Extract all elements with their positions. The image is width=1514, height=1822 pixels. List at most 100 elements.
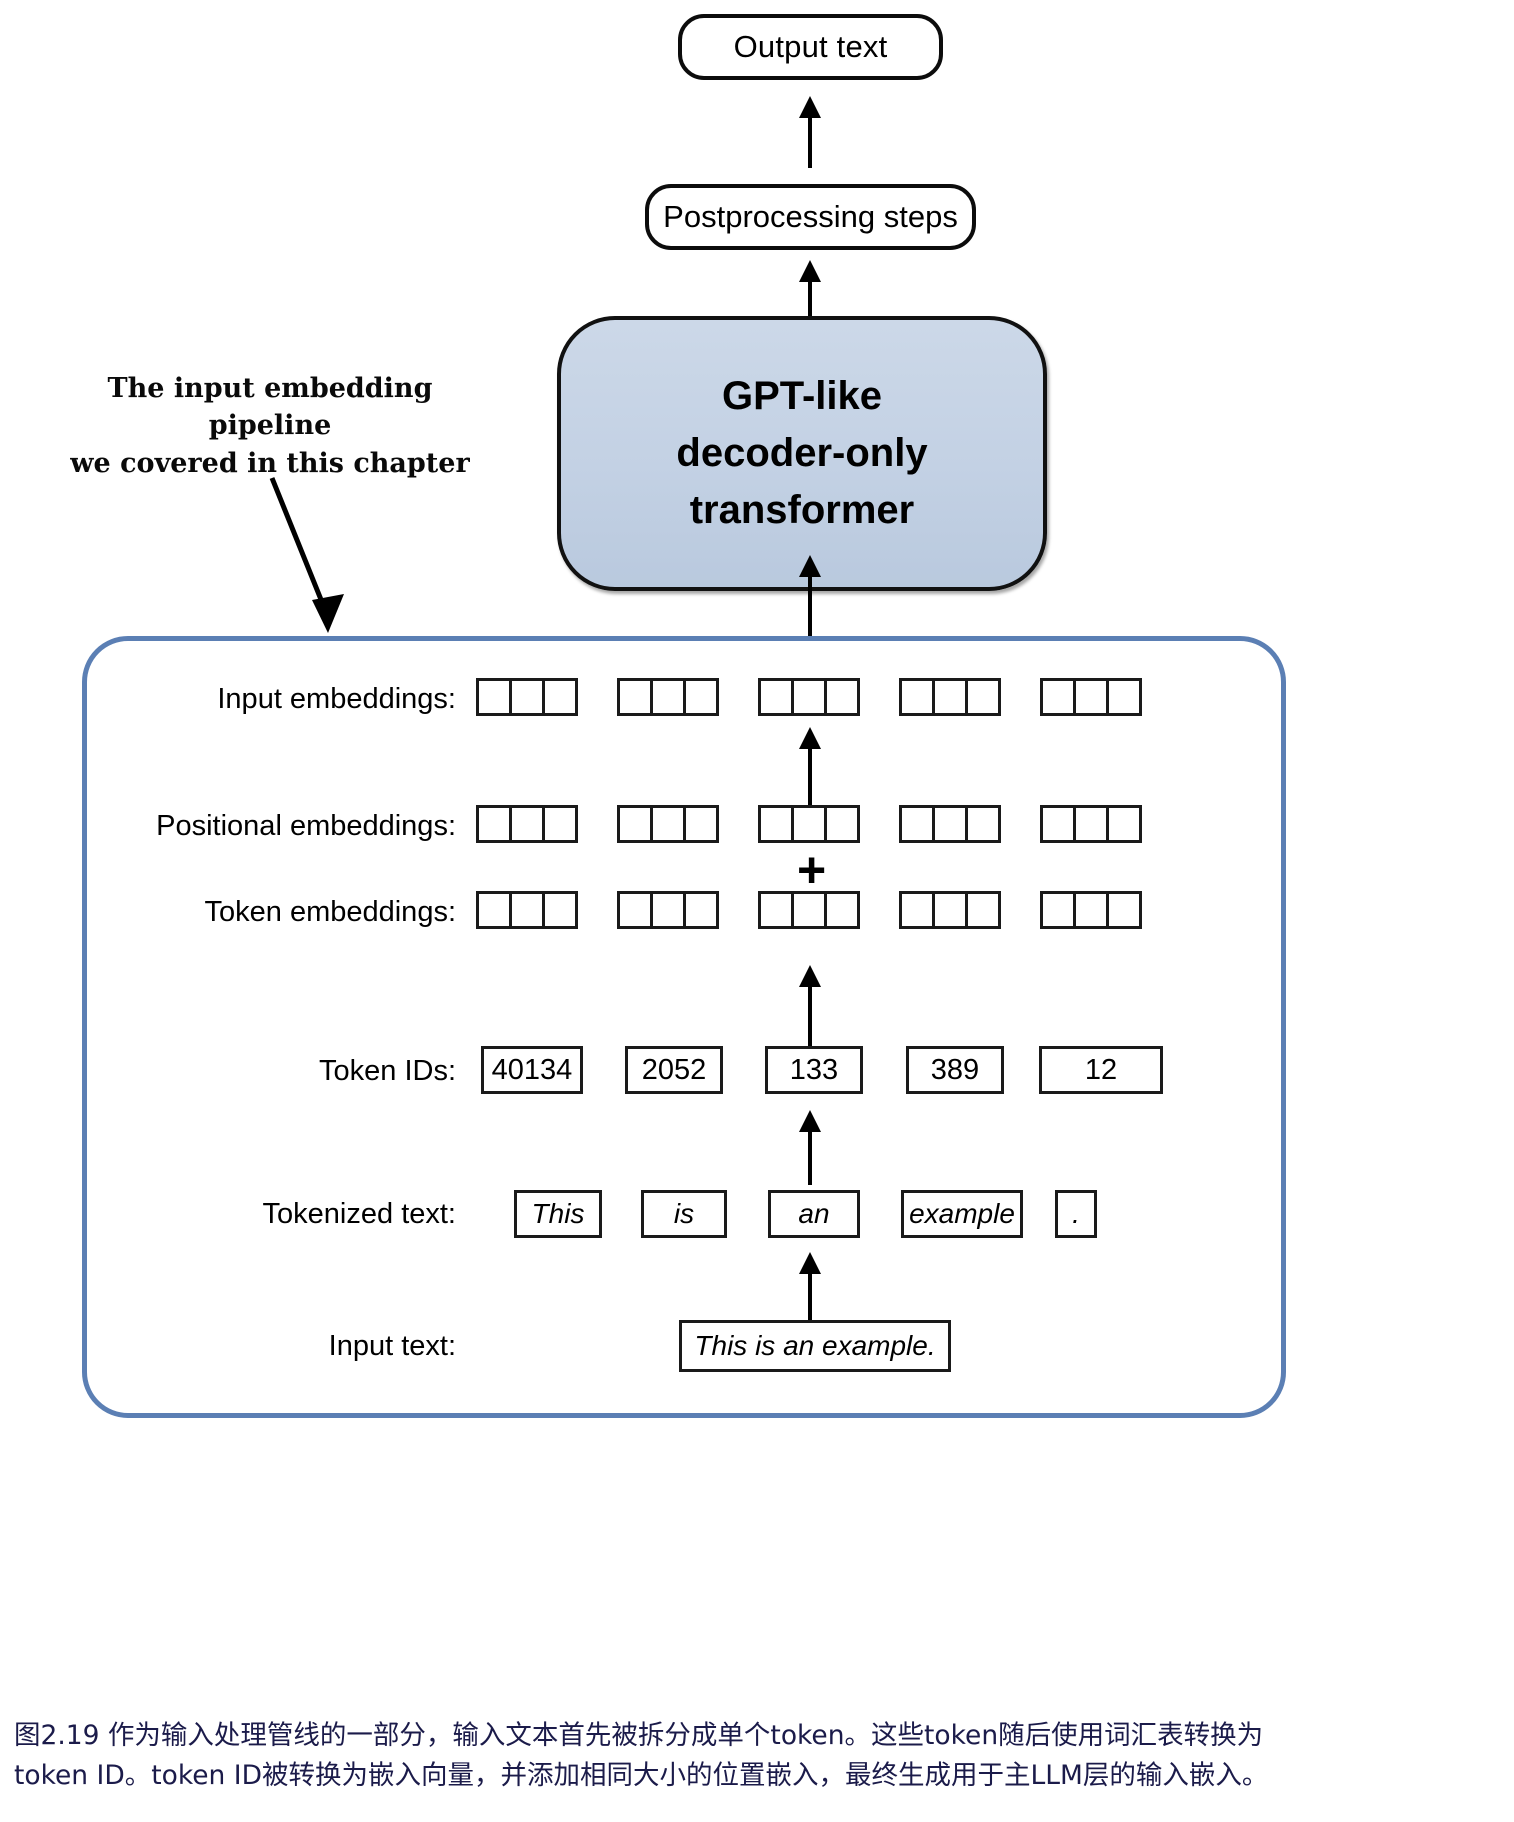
embedding-cell (542, 891, 578, 929)
embedding-group (899, 805, 1001, 843)
embedding-cell (1040, 805, 1076, 843)
plus-symbol: + (797, 842, 827, 898)
gpt-box-text: GPT-like decoder-only transformer (676, 368, 927, 538)
token-box: This (514, 1190, 602, 1238)
token-box: an (768, 1190, 860, 1238)
token-id-box: 389 (906, 1046, 1004, 1094)
embedding-cell (1040, 891, 1076, 929)
postprocessing-steps-box: Postprocessing steps (645, 184, 976, 250)
embedding-cell (791, 805, 827, 843)
embedding-cell (899, 678, 935, 716)
embedding-cell (758, 805, 794, 843)
embedding-cell (758, 678, 794, 716)
embedding-cell (683, 891, 719, 929)
arrow-shaft (808, 275, 812, 320)
arrow-head-icon (799, 260, 821, 282)
embedding-cell (965, 891, 1001, 929)
row-label-tokenized-text: Tokenized text: (262, 1198, 456, 1230)
embedding-cell (965, 805, 1001, 843)
output-text-box: Output text (678, 14, 943, 80)
output-text-label: Output text (733, 28, 888, 64)
postprocessing-label: Postprocessing steps (663, 198, 958, 234)
embedding-group (1040, 805, 1142, 843)
embedding-cell (791, 678, 827, 716)
embedding-cell (824, 678, 860, 716)
embedding-group (758, 678, 860, 716)
embedding-cell (650, 678, 686, 716)
input-text-box: This is an example. (679, 1320, 951, 1372)
figure-caption: 图2.19 作为输入处理管线的一部分，输入文本首先被拆分成单个token。这些t… (14, 1716, 1506, 1797)
row-label-token-ids: Token IDs: (319, 1055, 456, 1087)
embedding-group (617, 891, 719, 929)
embedding-cell (476, 891, 512, 929)
embedding-cell (650, 891, 686, 929)
embedding-cell (932, 678, 968, 716)
embedding-cell (1106, 891, 1142, 929)
arrow-shaft (808, 1125, 812, 1185)
token-id-box: 40134 (481, 1046, 583, 1094)
annotation-line-2: we covered in this chapter (70, 447, 470, 479)
embedding-group (899, 891, 1001, 929)
embedding-cell (1073, 805, 1109, 843)
embedding-cell (1106, 678, 1142, 716)
arrow-shaft (808, 980, 812, 1050)
embedding-group (617, 678, 719, 716)
embedding-cell (509, 678, 545, 716)
arrow-shaft (808, 111, 812, 168)
token-box: example (901, 1190, 1023, 1238)
caption-line-2: token ID。token ID被转换为嵌入向量，并添加相同大小的位置嵌入，最… (14, 1760, 1269, 1792)
input-embedding-pipeline-container (82, 636, 1286, 1418)
embedding-cell (650, 805, 686, 843)
embedding-group (758, 891, 860, 929)
arrow-head-icon (799, 555, 821, 577)
gpt-decoder-transformer-box: GPT-like decoder-only transformer (557, 316, 1047, 591)
arrow-head-icon (799, 1252, 821, 1274)
embedding-cell (932, 805, 968, 843)
row-label-token-embeddings: Token embeddings: (204, 896, 457, 928)
annotation-pointer-arrow (269, 477, 344, 633)
token-id-box: 2052 (625, 1046, 723, 1094)
row-label-input-embeddings: Input embeddings: (217, 683, 456, 715)
token-id-box: 12 (1039, 1046, 1163, 1094)
embedding-group (1040, 678, 1142, 716)
arrow-head-icon (799, 965, 821, 987)
caption-line-1: 图2.19 作为输入处理管线的一部分，输入文本首先被拆分成单个token。这些t… (14, 1720, 1264, 1751)
embedding-group (476, 678, 578, 716)
embedding-cell (965, 678, 1001, 716)
embedding-cell (476, 678, 512, 716)
annotation-text: The input embedding pipeline we covered … (60, 370, 480, 482)
arrow-shaft (808, 742, 812, 807)
embedding-cell (824, 891, 860, 929)
embedding-group (476, 805, 578, 843)
embedding-cell (542, 805, 578, 843)
embedding-cell (791, 891, 827, 929)
embedding-cell (476, 805, 512, 843)
arrow-shaft (808, 1267, 812, 1330)
embedding-cell (899, 891, 935, 929)
token-box: is (641, 1190, 727, 1238)
embedding-group (1040, 891, 1142, 929)
embedding-cell (509, 891, 545, 929)
embedding-cell (899, 805, 935, 843)
gpt-line-2: decoder-only (676, 431, 928, 476)
row-label-input-text: Input text: (328, 1330, 456, 1362)
embedding-group (476, 891, 578, 929)
embedding-group (899, 678, 1001, 716)
embedding-cell (683, 678, 719, 716)
embedding-cell (1040, 678, 1076, 716)
embedding-cell (1073, 891, 1109, 929)
embedding-cell (617, 805, 653, 843)
embedding-cell (1106, 805, 1142, 843)
embedding-cell (509, 805, 545, 843)
gpt-line-3: transformer (689, 487, 915, 532)
embedding-cell (824, 805, 860, 843)
arrow-head-icon (799, 96, 821, 118)
embedding-group (617, 805, 719, 843)
embedding-cell (932, 891, 968, 929)
embedding-cell (683, 805, 719, 843)
embedding-cell (617, 891, 653, 929)
arrow-head-icon (799, 1110, 821, 1132)
token-id-box: 133 (765, 1046, 863, 1094)
embedding-group (758, 805, 860, 843)
